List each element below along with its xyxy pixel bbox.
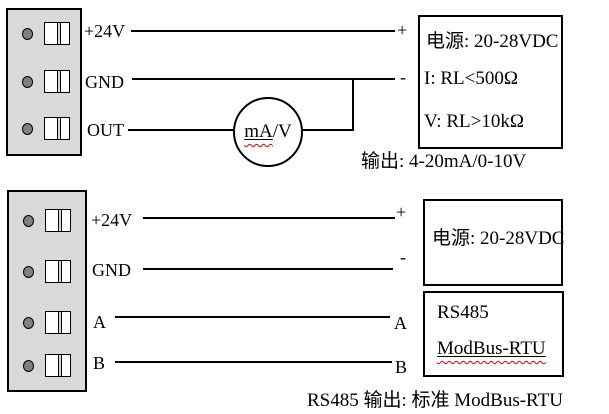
wire-24v [131, 30, 395, 32]
screw-circle-icon [23, 265, 34, 278]
pin-label-gnd: GND [85, 72, 124, 92]
polarity-minus: - [400, 247, 406, 267]
contact-divider [57, 118, 62, 139]
terminal-row [23, 354, 71, 377]
terminal-contact [45, 209, 71, 232]
rs485-spec-box: RS485 ModBus-RTU [423, 291, 564, 377]
contact-divider [58, 312, 63, 333]
contact-divider [58, 261, 63, 282]
analog-output-caption: 输出: 4-20mA/0-10V [361, 151, 527, 172]
terminal-row [23, 311, 71, 334]
wire-b [115, 361, 392, 363]
terminal-row [22, 117, 70, 140]
polarity-plus: + [396, 202, 407, 222]
terminal-contact [44, 117, 70, 140]
line-label-a: A [394, 313, 407, 333]
contact-divider [58, 210, 63, 231]
pin-label-a: A [93, 312, 106, 332]
screw-circle-icon [23, 359, 34, 372]
wire-gnd [143, 268, 393, 270]
screw-circle-icon [22, 122, 33, 135]
terminal-row [23, 209, 71, 232]
voltage-load-spec-line: V: RL>10kΩ [424, 111, 524, 132]
screw-circle-icon [23, 214, 34, 227]
terminal-contact [44, 22, 70, 45]
pin-label-gnd: GND [92, 260, 131, 280]
wire-gnd [132, 78, 395, 80]
contact-divider [57, 23, 62, 44]
terminal-row [22, 22, 70, 45]
terminal-row [23, 260, 71, 283]
rs485-output-caption: RS485 输出: 标准 ModBus-RTU [307, 390, 563, 411]
line-label-b: B [395, 357, 408, 377]
power-spec-box: 电源: 20-28VDC [423, 199, 565, 286]
polarity-plus: + [397, 20, 408, 40]
pin-label-b: B [93, 353, 106, 373]
screw-circle-icon [22, 27, 33, 40]
pin-label-24v: +24V [84, 21, 126, 41]
wire-meter-to-gnd [352, 78, 354, 131]
contact-divider [58, 355, 63, 376]
pin-label-out: OUT [87, 120, 124, 140]
pin-label-24v: +24V [91, 210, 133, 230]
meter-label: mA/V [244, 121, 292, 142]
terminal-contact [45, 260, 71, 283]
wire-a [115, 316, 390, 318]
terminal-contact [45, 354, 71, 377]
screw-circle-icon [22, 75, 33, 88]
contact-divider [57, 71, 62, 92]
current-load-spec-line: I: RL<500Ω [424, 68, 518, 89]
polarity-minus: - [400, 67, 406, 87]
power-spec-box: 电源: 20-28VDC I: RL<500Ω V: RL>10kΩ [418, 15, 563, 149]
wire-meter-return [301, 129, 354, 131]
screw-circle-icon [23, 316, 34, 329]
meter-circle: mA/V [233, 97, 303, 167]
wire-out [128, 129, 234, 131]
terminal-block-rs485 [7, 190, 87, 392]
terminal-contact [44, 70, 70, 93]
terminal-row [22, 70, 70, 93]
modbus-protocol-label: ModBus-RTU [437, 338, 546, 359]
terminal-contact [45, 311, 71, 334]
wire-24v [143, 217, 395, 219]
terminal-block-analog [6, 8, 82, 156]
power-spec-line: 电源: 20-28VDC [426, 31, 559, 52]
power-spec-line: 电源: 20-28VDC [432, 228, 565, 249]
rs485-label: RS485 [437, 302, 489, 323]
